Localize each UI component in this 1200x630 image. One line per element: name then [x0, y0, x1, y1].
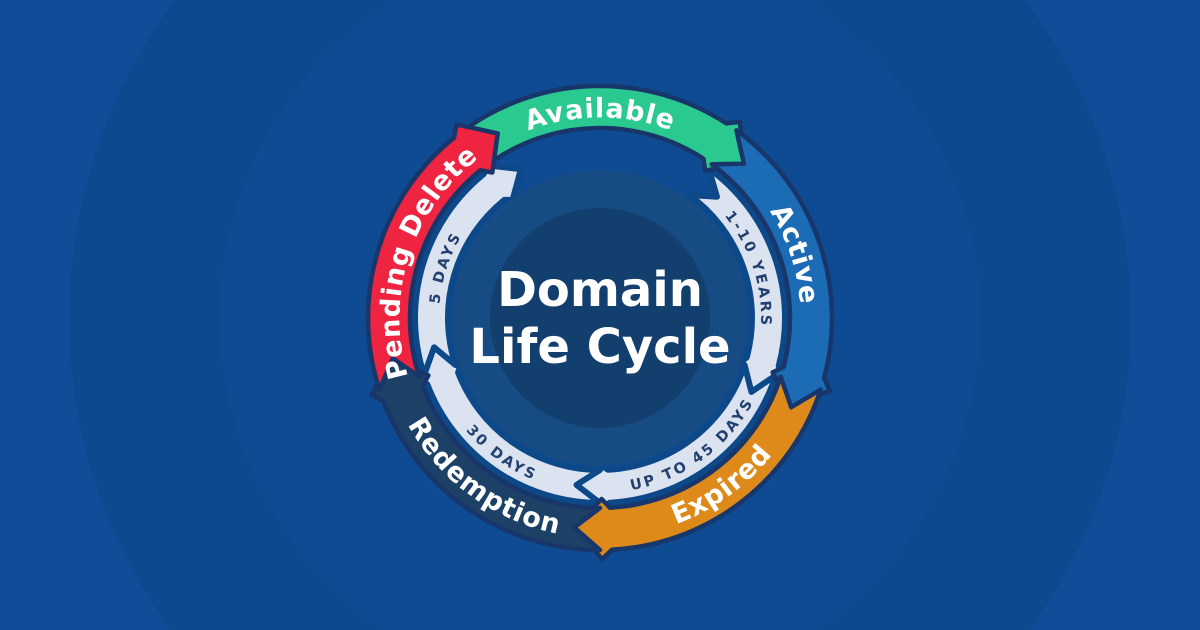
segment-ring	[365, 83, 835, 562]
title-line-1: Domain	[497, 262, 703, 318]
duration-track-pending-delete	[412, 162, 524, 379]
duration-ring	[412, 162, 788, 511]
segment-arc-pending-delete	[365, 122, 500, 392]
title-line-2: Life Cycle	[469, 319, 730, 375]
center-disc-shade	[490, 208, 710, 428]
